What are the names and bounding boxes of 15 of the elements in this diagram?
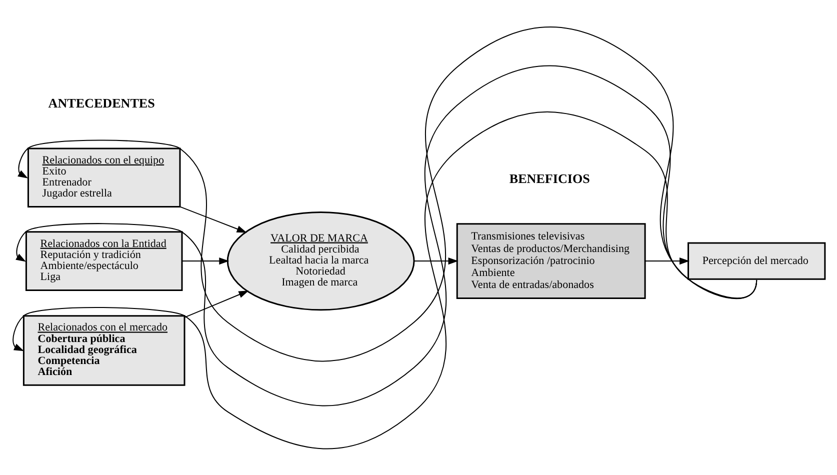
- arrow: [182, 257, 229, 264]
- node-ellipse: VALOR DE MARCA Calidad percibida Lealtad hacia la marca Notoriedad Imagen de marca: [226, 210, 414, 310]
- arrow: [644, 257, 690, 264]
- arrow: [414, 257, 458, 264]
- arrow: [12, 111, 757, 449]
- node-box: Relacionados con el equipo Exito Entrenador Jugador estrella: [26, 147, 180, 208]
- label: ANTECEDENTES: [48, 95, 154, 110]
- node-box: Relacionados con el mercado Cobertura pública Localidad geográfica Competencia Afición: [22, 314, 185, 386]
- arrow: [17, 26, 757, 362]
- node-box: Percepción del mercado: [687, 242, 826, 280]
- arrow: [184, 290, 248, 318]
- arrow: [180, 206, 246, 232]
- label: BENEFICIOS: [508, 170, 590, 186]
- node-box: Relacionados con la Entidad Reputación y tradición Ambiente/espectáculo Liga: [24, 230, 182, 290]
- node-box: Transmisiones televisivas Ventas de productos/Merchandising Esponsorización /patrocinio Ambiente Venta de entradas/abonados: [456, 222, 646, 298]
